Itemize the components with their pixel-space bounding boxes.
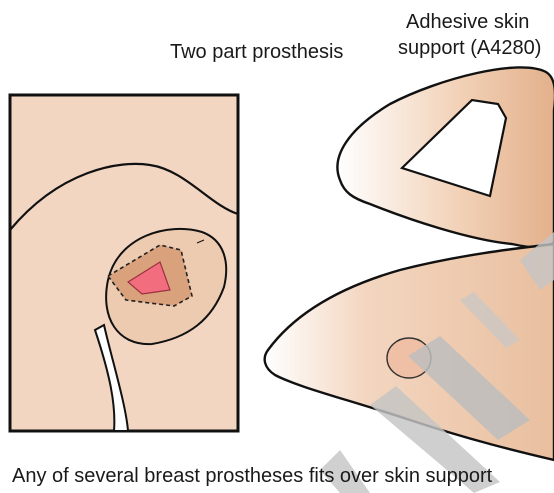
adhesive-label-line1: Adhesive skin (406, 10, 529, 34)
caption-label: Any of several breast prostheses fits ov… (12, 464, 492, 488)
torso-illustration (10, 95, 238, 431)
adhesive-skin-support (337, 67, 554, 247)
title-label: Two part prosthesis (170, 40, 343, 64)
adhesive-label-line2: support (A4280) (398, 36, 541, 60)
